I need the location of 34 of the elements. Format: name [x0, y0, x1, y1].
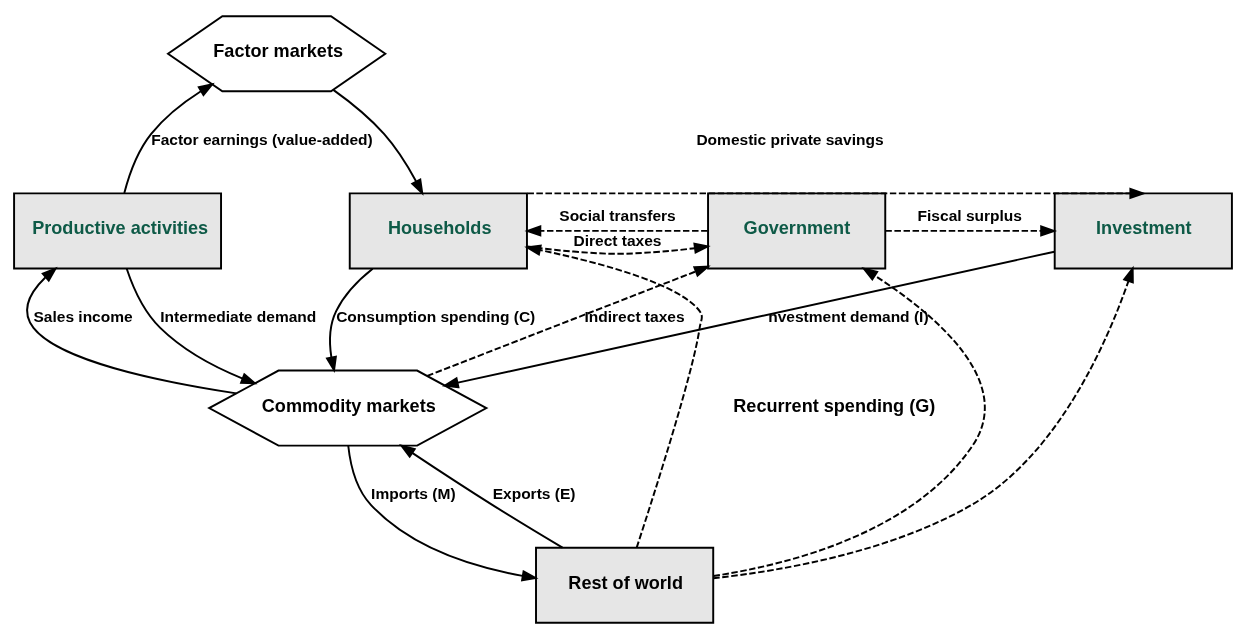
arrow: [325, 267, 374, 373]
node-box: Households: [348, 191, 528, 269]
arrow: [26, 266, 238, 394]
node-box: Investment: [1053, 191, 1233, 269]
edge-label: Direct taxes: [573, 231, 662, 249]
arrow: [441, 250, 1056, 388]
edge-label: Factor earnings (value-added): [151, 130, 373, 148]
arrow: [399, 443, 564, 549]
arrow: [526, 187, 1147, 199]
arrow: [712, 266, 986, 577]
edge-label: Domestic private savings: [696, 130, 884, 148]
arrow: [347, 444, 539, 582]
edge-label: Social transfers: [559, 206, 676, 224]
edge-label: Indirect taxes: [584, 307, 685, 325]
arrow: [332, 88, 424, 196]
arrow: [123, 82, 215, 194]
node-box: Productive activities: [13, 191, 222, 269]
edge-label: Imports (M): [371, 484, 456, 502]
arrow: [524, 243, 703, 549]
label: Recurrent spending (G): [733, 395, 936, 416]
edge-label: nvestment demand (I): [768, 307, 929, 325]
node-box: Government: [707, 191, 887, 269]
edge-label: Consumption spending (C): [336, 307, 536, 325]
arrow: [712, 265, 1134, 579]
arrow: [884, 224, 1058, 237]
arrow: [524, 224, 709, 237]
edge-label: Intermediate demand: [160, 307, 317, 325]
arrow: [125, 267, 258, 384]
arrow: [426, 265, 711, 377]
node-box: Rest of world: [535, 546, 715, 624]
edge-label: Exports (E): [492, 484, 576, 502]
arrow: [526, 241, 711, 255]
edge-label: Sales income: [33, 307, 133, 325]
edge-label: Fiscal surplus: [917, 206, 1022, 224]
